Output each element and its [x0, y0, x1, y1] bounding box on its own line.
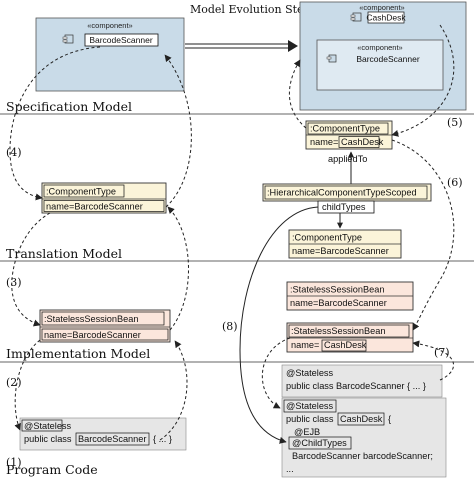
dashed-arrow-step3-left	[11, 212, 51, 327]
dashed-arrow-step7-right	[412, 340, 455, 381]
section-label-specification: Specification Model	[6, 99, 132, 114]
ssb-cashdesk-attr-prefix: name=	[291, 340, 319, 350]
left-code-line1: @Stateless	[24, 421, 72, 431]
translation-componenttype-barcodescanner: :ComponentType name=BarcodeScanner	[41, 182, 167, 214]
right-code-b2-line1: @Stateless	[286, 401, 334, 411]
step-label-6: (6)	[447, 176, 463, 189]
dashed-arrow-step4-right	[164, 54, 192, 208]
translation-obj-title: :ComponentType	[46, 187, 116, 197]
inner-component-name: BarcodeScanner	[356, 54, 419, 64]
dashed-arrow-step4-left	[9, 46, 101, 201]
evolution-arrow-head	[288, 40, 298, 52]
right-code-b2-line3: @EJB	[294, 427, 320, 437]
right-code-b2-line2-name: CashDesk	[340, 414, 383, 424]
impl-statelesssessionbean-barcodescanner: :StatelessSessionBean name=BarcodeScanne…	[39, 309, 171, 343]
step-label-1: (1)	[6, 456, 22, 469]
left-code-line2-name: BarcodeScanner	[78, 434, 146, 444]
dashed-arrow-step5-back	[289, 59, 307, 129]
ssb-cashdesk-title: :StatelessSessionBean	[291, 326, 386, 336]
componenttype-barcode-attr: name=BarcodeScanner	[292, 246, 389, 256]
right-code-b2-line4: @ChildTypes	[292, 438, 347, 448]
right-code-b2-line5: BarcodeScanner barcodeScanner;	[292, 451, 433, 461]
dashed-arrow-step5-to-componenttype	[391, 24, 455, 137]
hierarchical-componenttype-scoped: :HierarchicalComponentTypeScoped	[262, 183, 432, 202]
step-label-7: (7)	[434, 346, 450, 359]
componenttype-cashdesk: :ComponentType name= CashDesk	[305, 120, 393, 150]
inner-component-stereotype: «component»	[357, 43, 402, 52]
step-label-4: (4)	[6, 146, 22, 159]
right-code-b1-line1: @Stateless	[286, 368, 334, 378]
right-code-b1-line2: public class BarcodeScanner { ... }	[286, 381, 426, 391]
dashed-arrow-step7-left	[261, 337, 291, 409]
hier-type-title: :HierarchicalComponentTypeScoped	[267, 188, 417, 198]
translation-obj-attr: name=BarcodeScanner	[46, 202, 143, 212]
impl-obj-title: :StatelessSessionBean	[44, 314, 139, 324]
model-evolution-step-label: Model Evolution Step	[190, 3, 311, 16]
dashed-arrow-step2-left	[14, 339, 41, 431]
inner-component-barcodescanner	[316, 39, 444, 91]
step-label-3: (3)	[6, 276, 22, 289]
step-label-2: (2)	[6, 376, 22, 389]
spec-component-name: BarcodeScanner	[89, 35, 152, 45]
componenttype-cashdesk-title: :ComponentType	[310, 124, 380, 134]
left-code-line2-suffix: { ... }	[153, 434, 172, 444]
step-label-5: (5)	[447, 116, 463, 129]
componenttype-cashdesk-attr-value: CashDesk	[341, 137, 384, 147]
section-label-implementation: Implementation Model	[6, 346, 150, 361]
dashed-arrow-step6	[391, 139, 455, 331]
child-types-label: childTypes	[322, 202, 366, 212]
left-code-block: @Stateless public class BarcodeScanner {…	[19, 417, 187, 451]
spec-component-barcodescanner: «component» BarcodeScanner	[35, 17, 185, 92]
solid-arrow-step8	[239, 206, 319, 444]
ssb-cashdesk-right: :StatelessSessionBean name= CashDesk	[286, 322, 414, 353]
componenttype-barcodescanner-right: :ComponentType name=BarcodeScanner	[288, 229, 402, 259]
applied-to-label: appliedTo	[328, 154, 367, 164]
dashed-arrow-step3-right	[167, 206, 189, 331]
left-code-line2-prefix: public class	[24, 434, 72, 444]
ssb-cashdesk-attr-value: CashDesk	[324, 340, 367, 350]
cashdesk-name: CashDesk	[366, 13, 406, 23]
spec-component-stereotype: «component»	[87, 21, 132, 30]
section-label-program-code: Program Code	[6, 462, 98, 477]
componenttype-barcode-title: :ComponentType	[292, 233, 362, 243]
right-code-block-1: @Stateless public class BarcodeScanner {…	[281, 364, 443, 398]
ssb-barcode-title: :StatelessSessionBean	[290, 285, 385, 295]
right-code-b2-line6: ...	[286, 464, 294, 474]
right-code-b2-line2-prefix: public class	[286, 414, 334, 424]
ssb-barcodescanner-right: :StatelessSessionBean name=BarcodeScanne…	[286, 281, 414, 311]
dashed-arrow-step2-right	[159, 340, 188, 441]
ssb-barcode-attr: name=BarcodeScanner	[290, 298, 387, 308]
right-code-b2-line2-suffix: {	[388, 414, 391, 424]
cashdesk-stereotype: «component»	[359, 3, 404, 12]
componenttype-cashdesk-attr-prefix: name=	[310, 137, 338, 147]
impl-obj-attr: name=BarcodeScanner	[44, 330, 141, 340]
section-label-translation: Translation Model	[6, 246, 122, 261]
right-code-block-2: @Stateless public class CashDesk { @EJB …	[281, 397, 447, 478]
step-label-8: (8)	[222, 320, 238, 333]
spec-component-cashdesk: «component» CashDesk «component» Barcode…	[299, 1, 467, 111]
